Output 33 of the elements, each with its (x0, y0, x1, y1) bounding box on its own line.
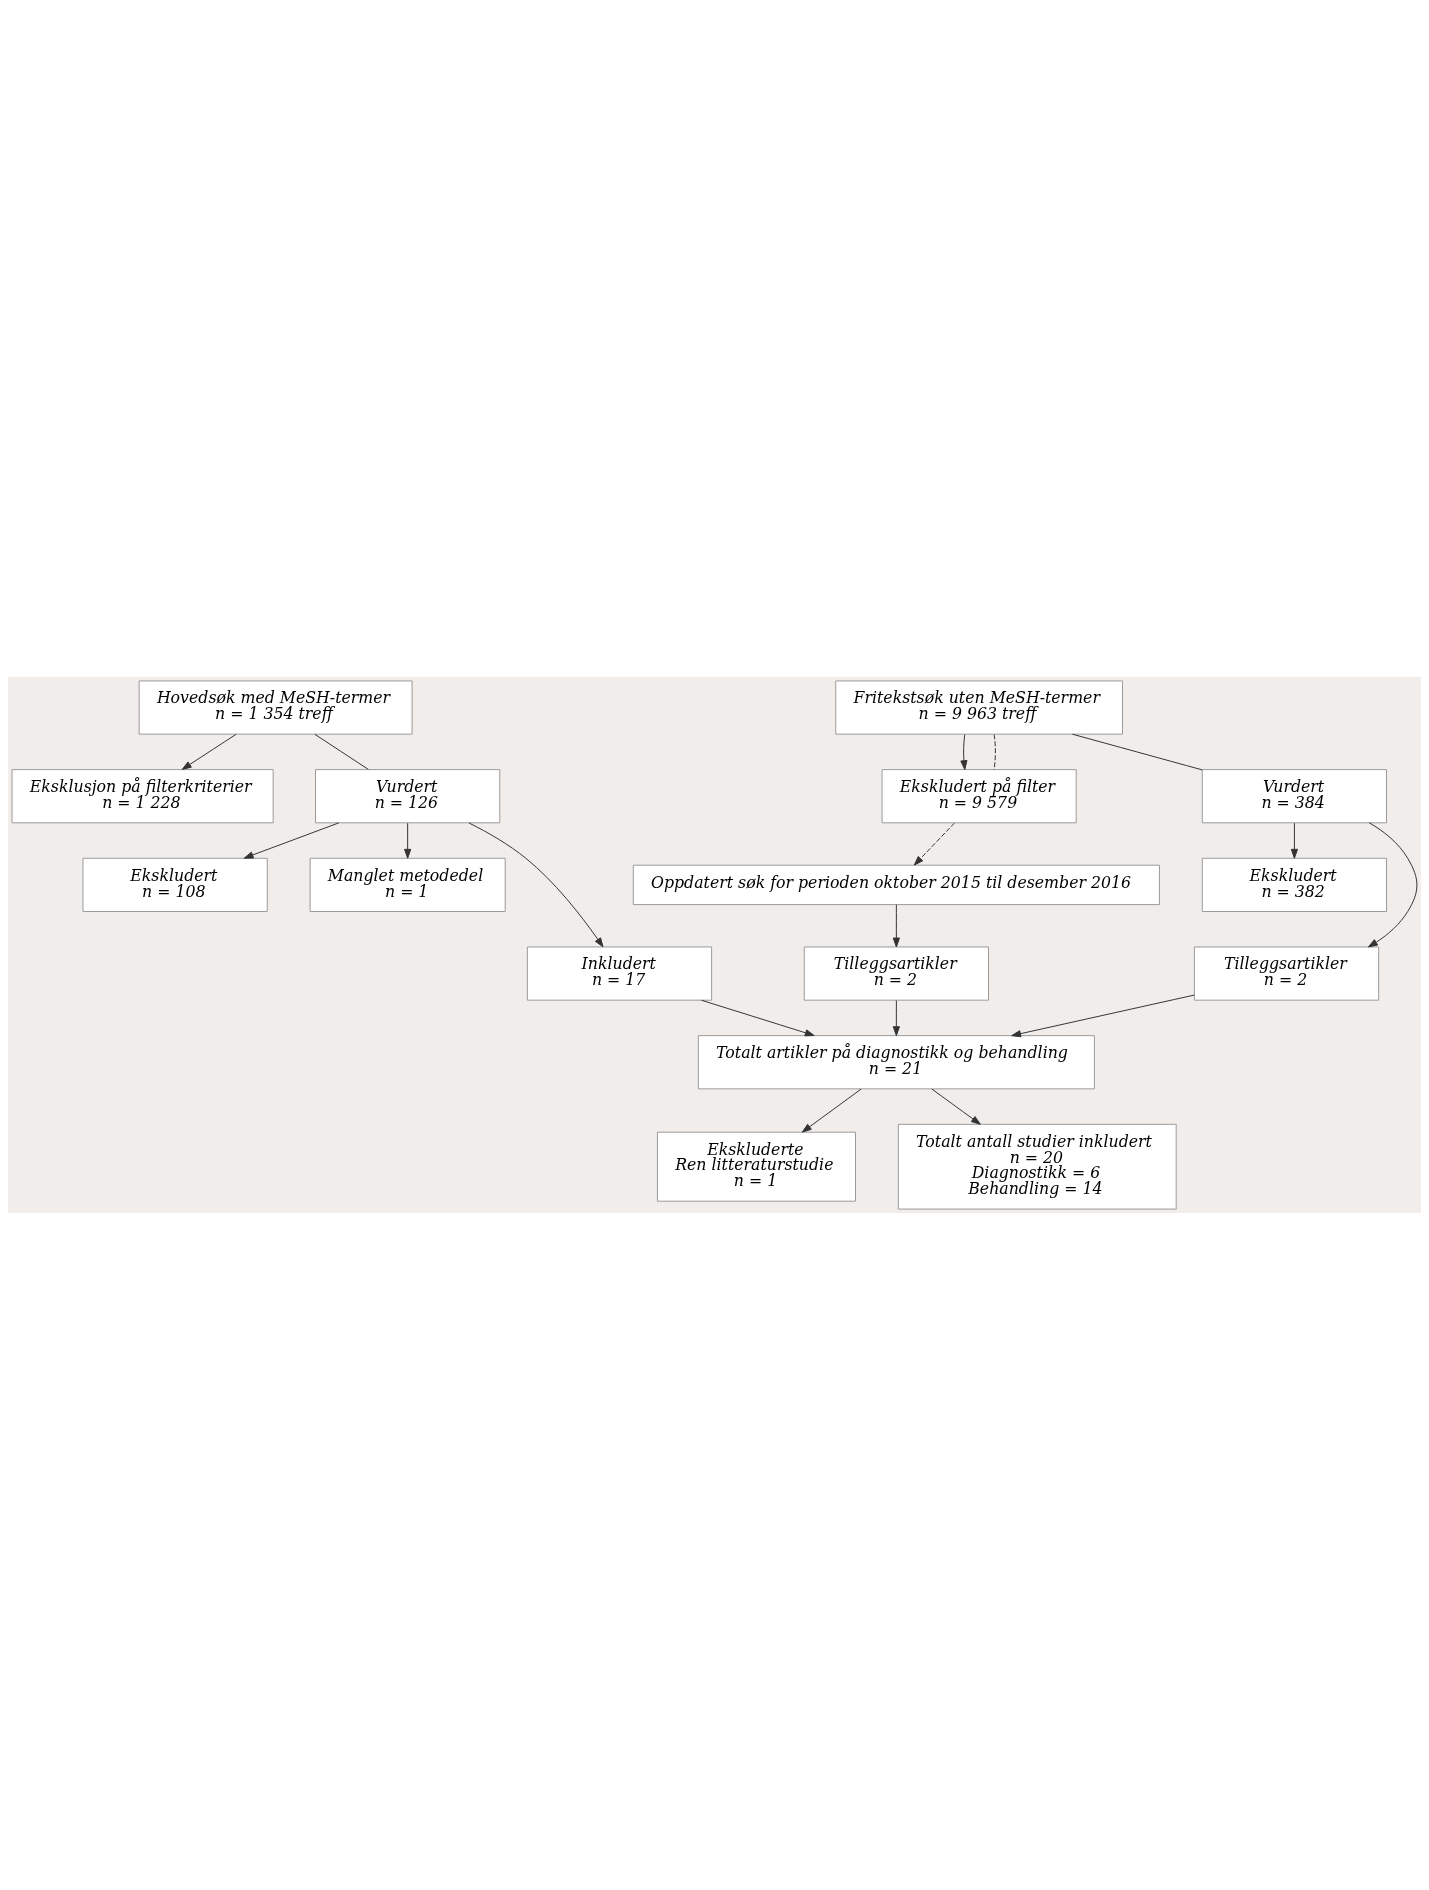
arrow (404, 822, 412, 859)
arrow (468, 822, 604, 948)
arrow (892, 904, 900, 948)
node-box: Oppdatert søk for perioden oktober 2015 til desember 2016 (632, 864, 1160, 906)
arrow (181, 733, 237, 770)
node-box: Manglet metodedel n = 1 (309, 857, 506, 912)
connector (1071, 733, 1203, 771)
arrow (1290, 822, 1298, 859)
node-box: Vurdert n = 126 (315, 769, 501, 824)
arrow (913, 822, 955, 866)
connector (993, 734, 996, 771)
arrow (243, 822, 340, 859)
arrow (892, 1000, 900, 1037)
connector (314, 733, 369, 770)
arrow (1011, 994, 1195, 1038)
node-box: Inkludert n = 17 (526, 946, 713, 1001)
node-box: Totalt antall studier inkludert n = 20 Diagnostikk = 6 Behandling = 14 (897, 1123, 1177, 1210)
node-box: Ekskludert n = 108 (82, 857, 268, 912)
node-box: Eksklusjon på filterkriterier n = 1 228 (11, 769, 274, 824)
node-box: Ekskludert n = 382 (1201, 857, 1388, 912)
arrow (700, 999, 815, 1037)
node-box: Fritekstsøk uten MeSH-termer n = 9 963 treff (835, 680, 1123, 735)
node-box: Tilleggsartikler n = 2 (1193, 946, 1380, 1001)
arrow (960, 734, 968, 771)
node-box: Tilleggsartikler n = 2 (803, 946, 989, 1001)
node-box: Vurdert n = 384 (1201, 769, 1388, 824)
node-box: Ekskluderte Ren litteraturstudie n = 1 (656, 1131, 856, 1202)
arrow (1367, 822, 1418, 948)
node-box: Hovedsøk med MeSH-termer n = 1 354 treff (138, 680, 413, 735)
arrow (931, 1088, 981, 1125)
arrow (801, 1088, 862, 1133)
node-box: Ekskludert på filter n = 9 579 (881, 769, 1077, 824)
node-box: Totalt artikler på diagnostikk og behandling n = 21 (697, 1035, 1095, 1090)
